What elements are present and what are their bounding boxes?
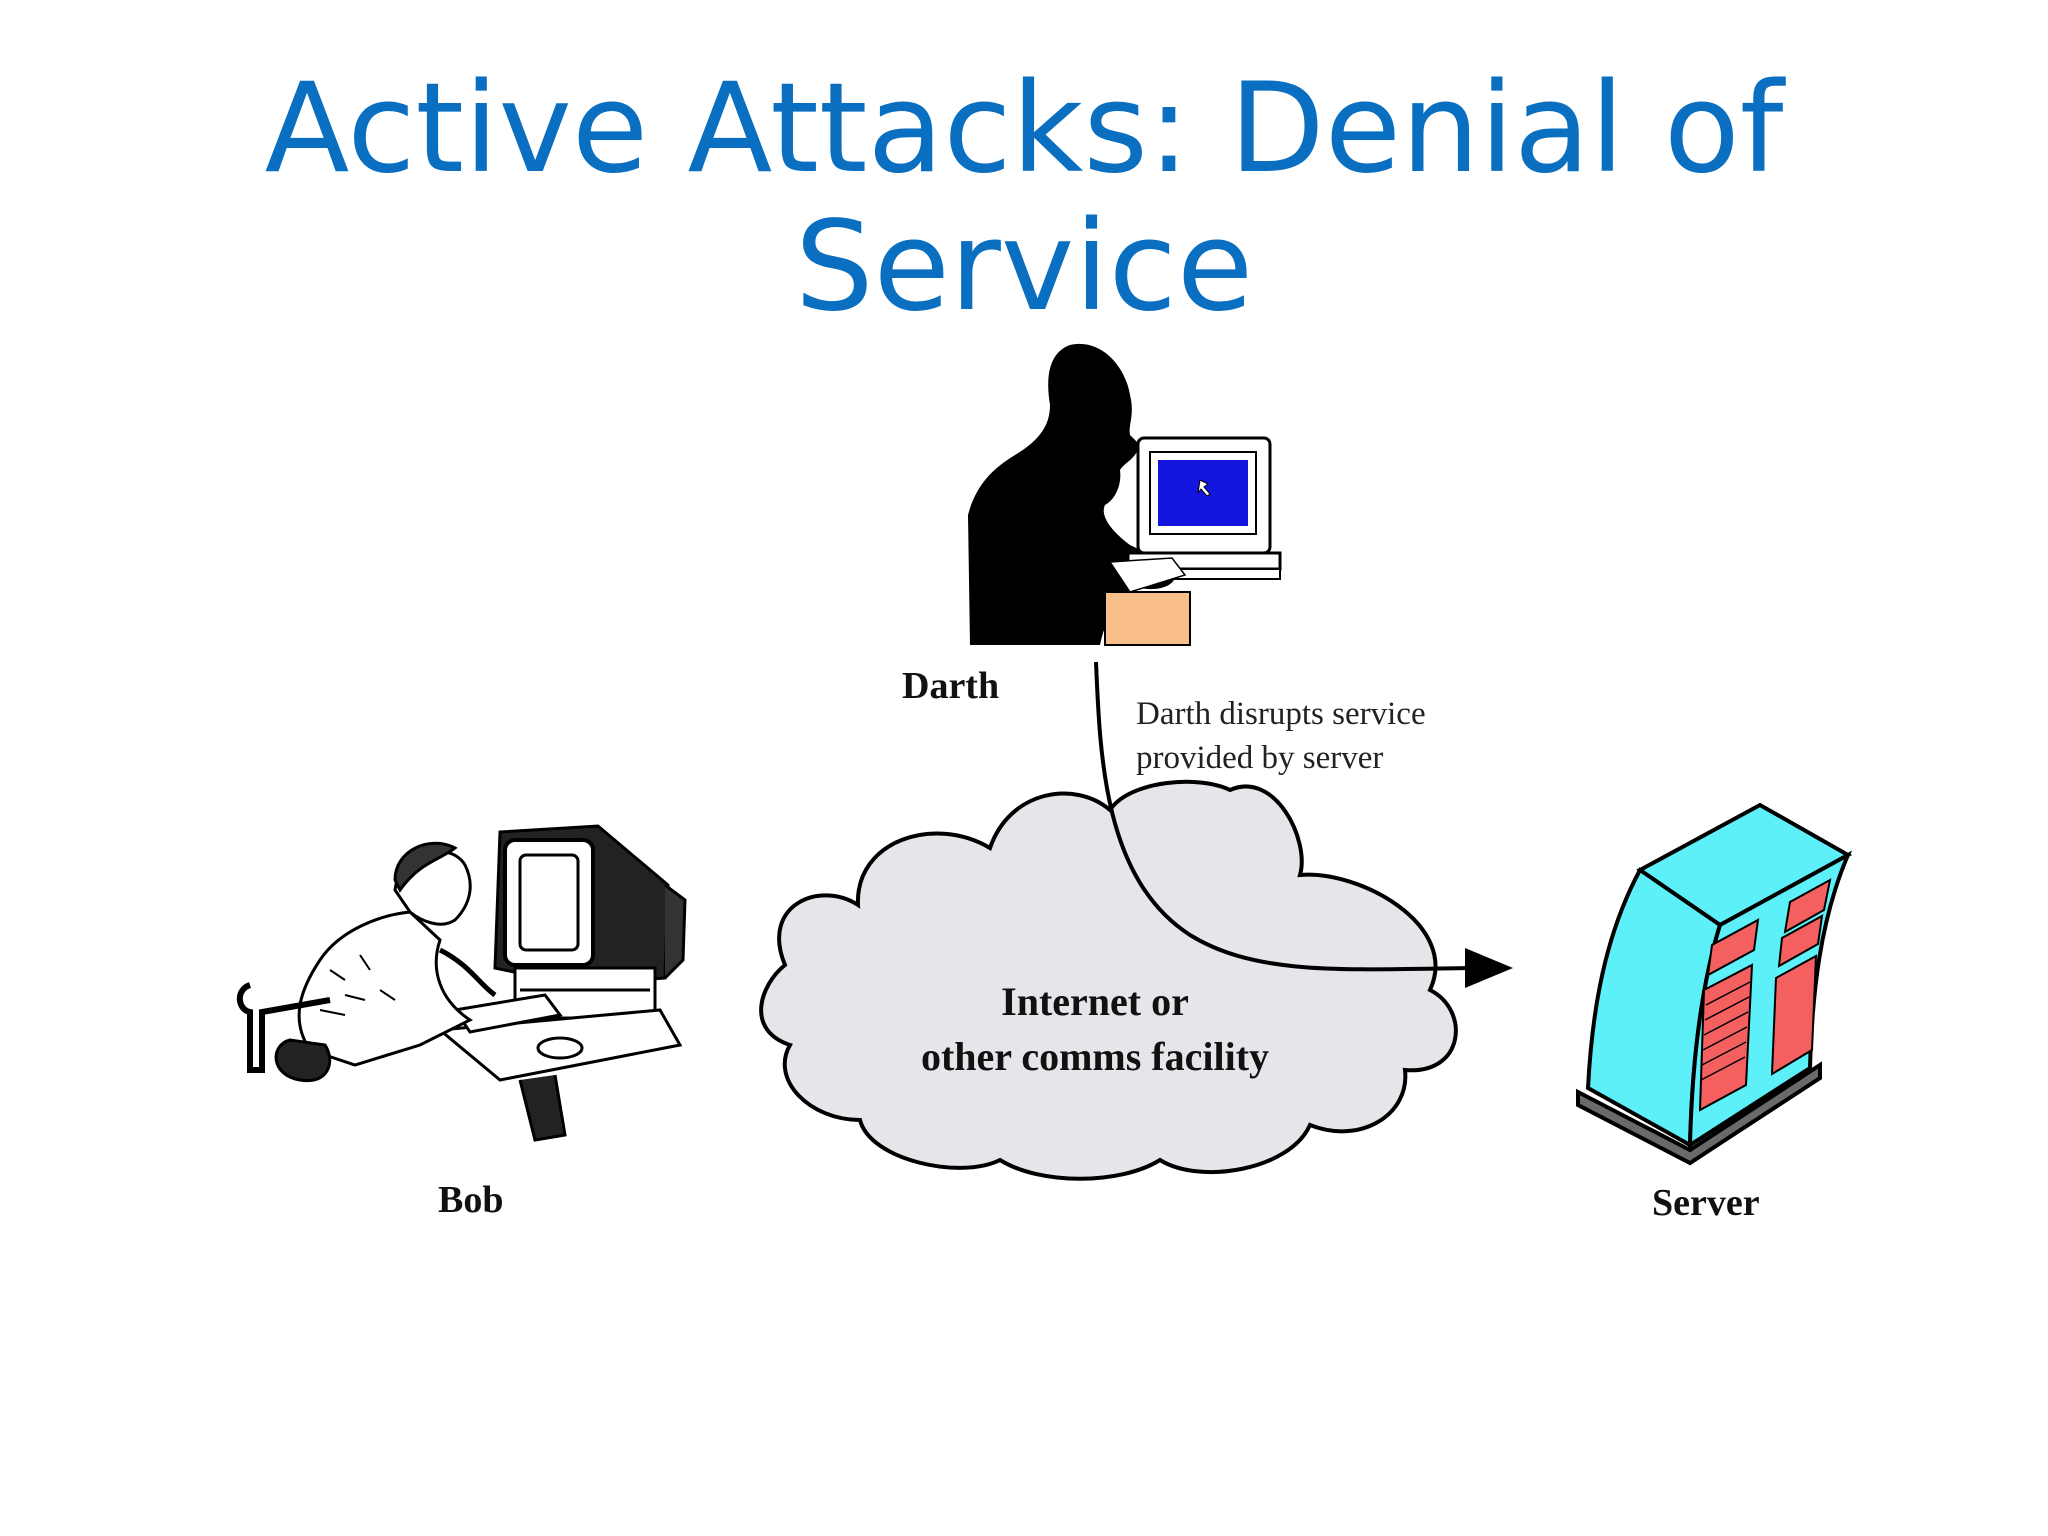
bob-computer-icon	[493, 824, 687, 1020]
bob-figure	[236, 824, 687, 1142]
slide-title-line-2: Service	[794, 195, 1254, 339]
bob-mouse	[536, 1036, 584, 1060]
server-icon	[1576, 802, 1853, 1166]
server-base	[1576, 1061, 1822, 1166]
darth-figure	[968, 343, 1282, 646]
attack-arrow	[1094, 661, 1513, 988]
server-panel-right	[1770, 954, 1818, 1076]
server-panel-top-right-2	[1777, 914, 1824, 968]
bob-label: Bob	[438, 1179, 503, 1221]
server-panel-top-right	[1783, 878, 1832, 934]
annotation-line-2: provided by server	[1136, 740, 1383, 776]
network-cloud	[759, 779, 1458, 1181]
bob-desk-leg	[518, 1074, 567, 1142]
darth-label: Darth	[902, 665, 999, 707]
bob-keyboard	[452, 993, 563, 1034]
cloud-label-line-1: Internet or	[1001, 979, 1189, 1024]
server-panel-lines	[1700, 981, 1751, 1081]
slide-title: Active Attacks: Denial of Service	[0, 60, 2048, 336]
darth-desk	[1104, 591, 1191, 646]
cloud-label-line-2: other comms facility	[921, 1034, 1269, 1079]
slide-title-line-1: Active Attacks: Denial of	[264, 57, 1784, 201]
server-panel-top-left	[1706, 918, 1760, 977]
darth-paper	[1108, 557, 1187, 593]
darth-computer-icon	[1126, 436, 1282, 580]
annotation-line-1: Darth disrupts service	[1136, 696, 1426, 732]
bob-person	[236, 841, 497, 1083]
server-label: Server	[1652, 1182, 1760, 1224]
